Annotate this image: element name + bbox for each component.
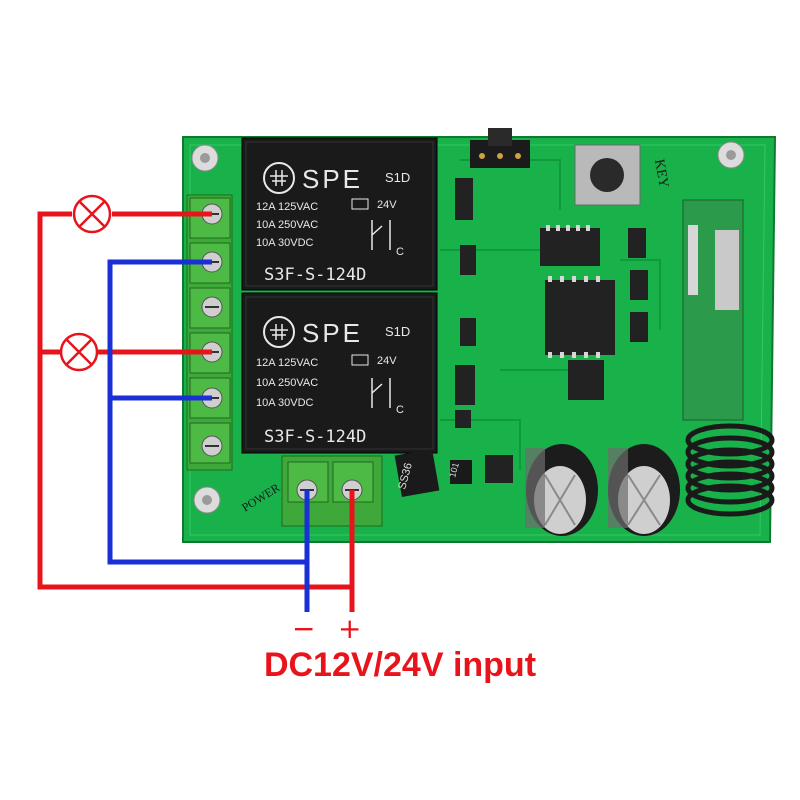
mounting-hole-top-right (717, 141, 745, 169)
relay-bottom: SPE S1D 12A 125VAC 10A 250VAC 10A 30VDC … (241, 292, 438, 454)
relay-top-rating-3: 10A 30VDC (256, 237, 314, 249)
relay-top-part-number: S3F-S-124D (264, 265, 366, 285)
resistor-label: 101 (447, 461, 461, 478)
jumper-header (470, 128, 530, 168)
smd-resistor: 101 (447, 460, 472, 484)
relay-top-model-code: S1D (385, 170, 410, 185)
relay-bottom-rating-2: 10A 250VAC (256, 377, 318, 389)
relay-bottom-rating-1: 12A 125VAC (256, 357, 318, 369)
relay-top-coil: 24V (377, 199, 397, 211)
relay-top-rating-1: 12A 125VAC (256, 201, 318, 213)
relay-bottom-model-code: S1D (385, 324, 410, 339)
relay-bottom-rating-3: 10A 30VDC (256, 397, 314, 409)
relay-bottom-coil: 24V (377, 355, 397, 367)
diode: SS36 (394, 449, 440, 497)
electrolytic-capacitor-left (525, 444, 598, 536)
relay-bottom-pin: C (396, 404, 404, 416)
wires-negative (107, 259, 310, 612)
rf-receiver-module (682, 199, 744, 421)
wires-positive (37, 211, 355, 612)
relay-bottom-brand: SPE (302, 318, 363, 348)
key-label: KEY (651, 158, 671, 189)
mounting-hole-top-left (191, 144, 219, 172)
spe-logo-icon (263, 316, 295, 348)
smd-components (455, 178, 648, 483)
output-terminal-block (186, 194, 233, 471)
power-terminal-block: POWER (239, 455, 383, 527)
lamp-icon (72, 194, 112, 234)
positive-sign: + (338, 612, 362, 645)
relay-top: SPE S1D 12A 125VAC 10A 250VAC 10A 30VDC … (241, 137, 438, 291)
switch-symbol-icon (371, 220, 391, 250)
relay-coil-symbol-icon (351, 354, 369, 366)
spe-logo-icon (263, 162, 295, 194)
input-caption: DC12V/24V input (263, 646, 537, 684)
electrolytic-capacitor-right (608, 444, 680, 536)
switch-symbol-icon (371, 378, 391, 408)
mounting-hole-bottom-left (193, 486, 221, 514)
learn-key-button: KEY (574, 144, 671, 206)
negative-sign: − (292, 612, 316, 645)
relay-top-pin: C (396, 246, 404, 258)
relay-top-brand: SPE (302, 164, 363, 194)
lamp-icon (59, 332, 99, 372)
relay-top-rating-2: 10A 250VAC (256, 219, 318, 231)
relay-bottom-part-number: S3F-S-124D (264, 427, 366, 447)
coil-antenna (685, 423, 775, 517)
relay-coil-symbol-icon (351, 198, 369, 210)
